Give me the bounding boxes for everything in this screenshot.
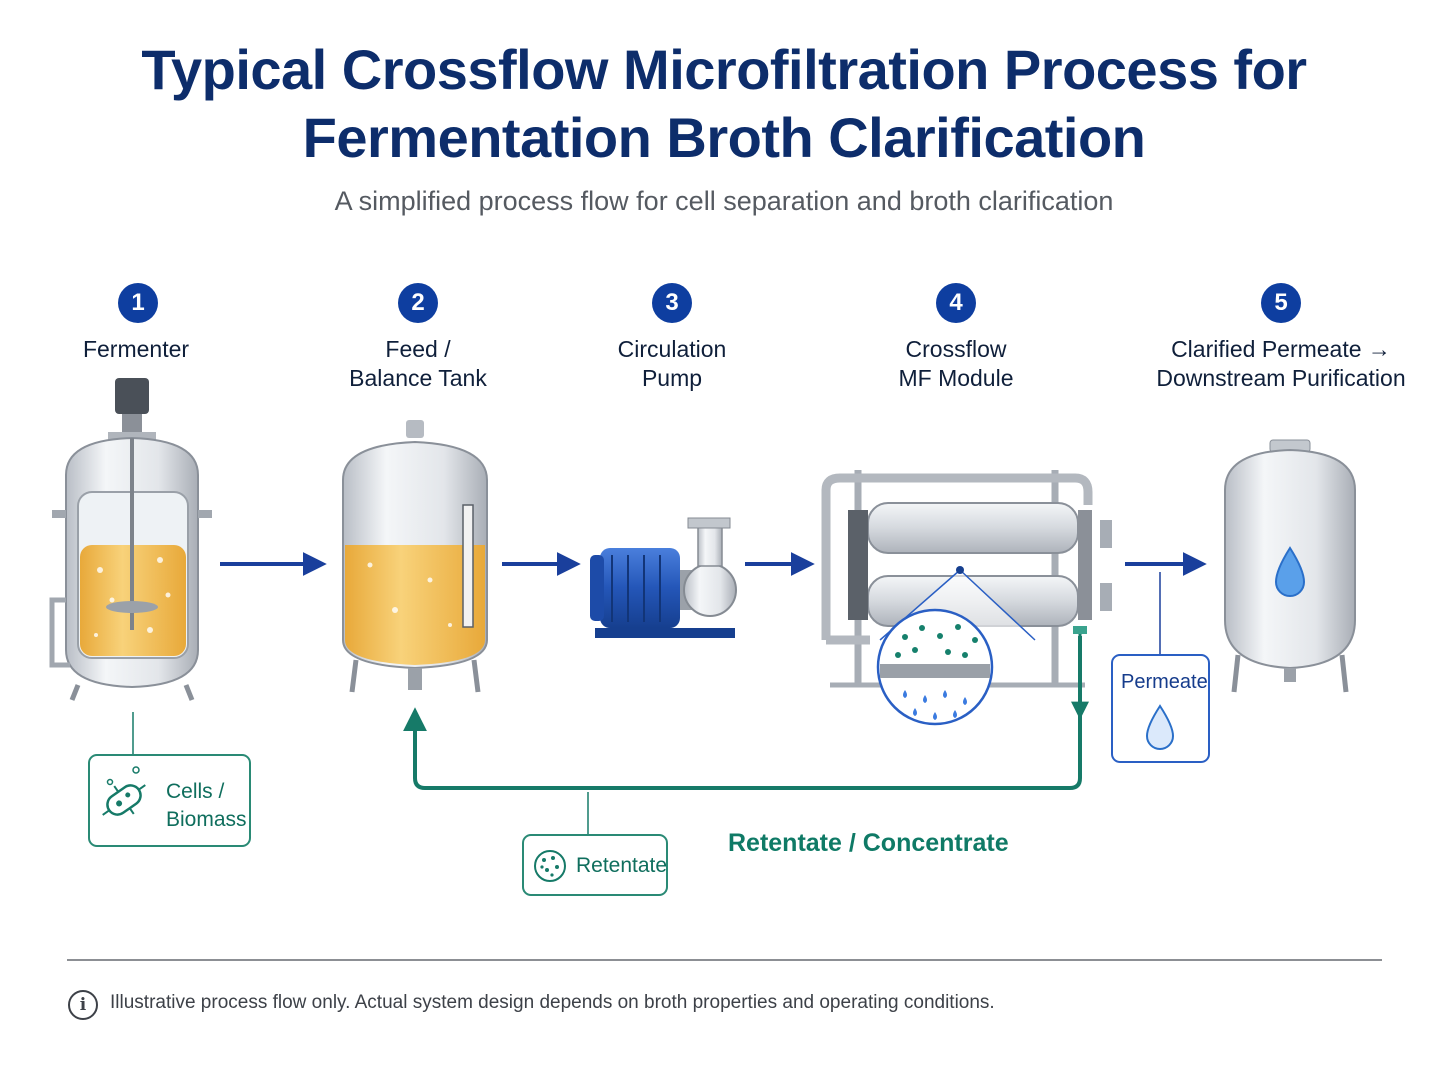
permeate-tank-icon (1224, 439, 1356, 693)
step-3-label-line1: Circulation (617, 336, 727, 362)
retentate-recycle-line (403, 636, 1082, 790)
step-5-badge: 5 (1261, 283, 1301, 323)
step-4-badge: 4 (936, 283, 976, 323)
info-icon: i (68, 990, 98, 1020)
step-2-label: Feed / Balance Tank (258, 335, 578, 393)
cells-biomass-label: Cells / Biomass (166, 778, 247, 834)
step-2-label-line1: Feed / (385, 336, 451, 362)
step-4-label-line2: MF Module (898, 365, 1014, 391)
step-2-badge: 2 (398, 283, 438, 323)
diagram-subtitle: A simplified process flow for cell separ… (334, 186, 1114, 216)
permeate-box-label: Permeate (1121, 671, 1208, 693)
retentate-box (522, 834, 668, 896)
step-2-label-line2: Balance Tank (349, 365, 487, 391)
title-line-1: Typical Crossflow Microfiltration Proces… (141, 38, 1307, 101)
cells-biomass-box (88, 754, 251, 847)
particles-icon (534, 850, 566, 882)
step-5-label-line1: Clarified Permeate → (1171, 336, 1391, 362)
step-5-label: Clarified Permeate → Downstream Purifica… (1121, 335, 1441, 393)
step-3-badge: 3 (652, 283, 692, 323)
footnote: Illustrative process flow only. Actual s… (110, 992, 995, 1013)
step-1-badge: 1 (118, 283, 158, 323)
cells-label-line2: Biomass (166, 808, 247, 831)
footer-divider (67, 959, 1382, 961)
circulation-pump-icon (590, 517, 737, 638)
step-1-label-line1: Fermenter (82, 336, 190, 362)
step-3-label-line2: Pump (641, 365, 703, 391)
step-1-label: Fermenter (0, 335, 296, 364)
step-4-label-line1: Crossflow (905, 336, 1007, 362)
mf-module-icon (821, 470, 1112, 726)
droplet-icon (1145, 704, 1175, 750)
balance-tank-icon (342, 420, 488, 693)
retentate-box-label: Retentate (576, 854, 668, 877)
step-3-label: Circulation Pump (512, 335, 832, 393)
fermenter-vessel-icon (49, 378, 212, 701)
diagram-title: Typical Crossflow Microfiltration Proces… (0, 36, 1448, 172)
step-4-label: Crossflow MF Module (796, 335, 1116, 393)
cells-label-line1: Cells / (166, 780, 225, 803)
bacteria-icon (102, 784, 146, 816)
title-line-2: Fermentation Broth Clarification (302, 106, 1146, 169)
retentate-flow-label: Retentate / Concentrate (728, 829, 1009, 857)
step-5-label-line2: Downstream Purification (1156, 365, 1406, 391)
